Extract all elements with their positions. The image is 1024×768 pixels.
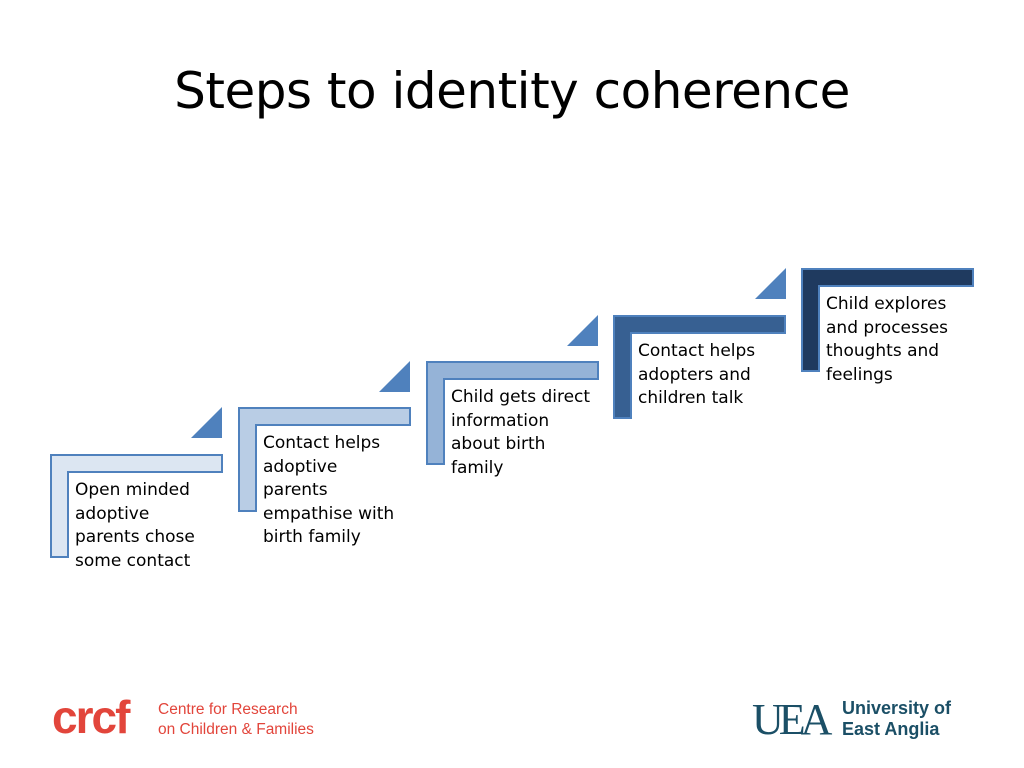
uea-line-1: University of — [842, 698, 952, 718]
step-arrow-4 — [755, 268, 786, 299]
step-text-line: Child gets direct — [451, 387, 591, 407]
step-text-line: Contact helps — [263, 433, 381, 453]
uea-logo-text: University of East Anglia — [842, 698, 951, 740]
step-arrow-1 — [191, 407, 222, 438]
step-text-line: Open minded — [75, 480, 190, 500]
step-3-shape — [426, 361, 599, 465]
crcf-logo-mark: crcf — [52, 691, 130, 743]
step-4-text: Contact helps adopters and children talk — [638, 340, 755, 411]
step-text-line: thoughts and — [826, 341, 940, 361]
crcf-line-2: on Children & Families — [158, 721, 314, 738]
step-arrow-3 — [567, 315, 598, 346]
uea-logo-mark: UEA — [752, 695, 832, 744]
uea-logo: UEA University of East Anglia — [752, 695, 972, 746]
uea-line-2: East Anglia — [842, 719, 940, 739]
step-3-text: Child gets direct information about birt… — [451, 386, 590, 480]
step-text-line: children talk — [638, 388, 744, 408]
step-5-bracket — [801, 268, 974, 372]
step-text-line: birth family — [263, 527, 361, 547]
step-text-line: about birth — [451, 434, 546, 454]
crcf-logo-text: Centre for Research on Children & Famili… — [158, 700, 314, 740]
step-4-bracket — [613, 315, 786, 419]
step-text-line: adoptive — [75, 503, 150, 524]
step-3-bracket — [426, 361, 599, 465]
step-text-line: family — [451, 457, 504, 478]
step-text-line: empathise with — [263, 503, 395, 524]
step-text-line: Contact helps — [638, 341, 756, 361]
step-text-line: feelings — [826, 364, 893, 385]
step-text-line: and processes — [826, 317, 949, 338]
crcf-logo: crcf Centre for Research on Children & F… — [52, 691, 322, 746]
step-text-line: information — [451, 410, 550, 431]
step-text-line: adoptive — [263, 456, 338, 477]
step-5-shape — [801, 268, 974, 372]
step-text-line: some contact — [75, 550, 191, 571]
step-5-text: Child explores and processes thoughts an… — [826, 293, 948, 387]
step-1-shape — [50, 454, 223, 558]
step-arrow-2 — [379, 361, 410, 392]
step-text-line: parents chose — [75, 527, 195, 547]
step-text-line: parents — [263, 480, 328, 500]
step-1-bracket — [50, 454, 223, 558]
step-text-line: Child explores — [826, 294, 947, 314]
step-2-bracket — [238, 407, 411, 512]
step-2-shape — [238, 407, 411, 512]
step-2-text: Contact helps adoptive parents empathise… — [263, 432, 394, 550]
step-4-shape — [613, 315, 786, 419]
slide-title: Steps to identity coherence — [174, 62, 850, 120]
step-text-line: adopters and — [638, 364, 751, 385]
crcf-line-1: Centre for Research — [158, 701, 298, 718]
step-1-text: Open minded adoptive parents chose some … — [75, 479, 195, 573]
